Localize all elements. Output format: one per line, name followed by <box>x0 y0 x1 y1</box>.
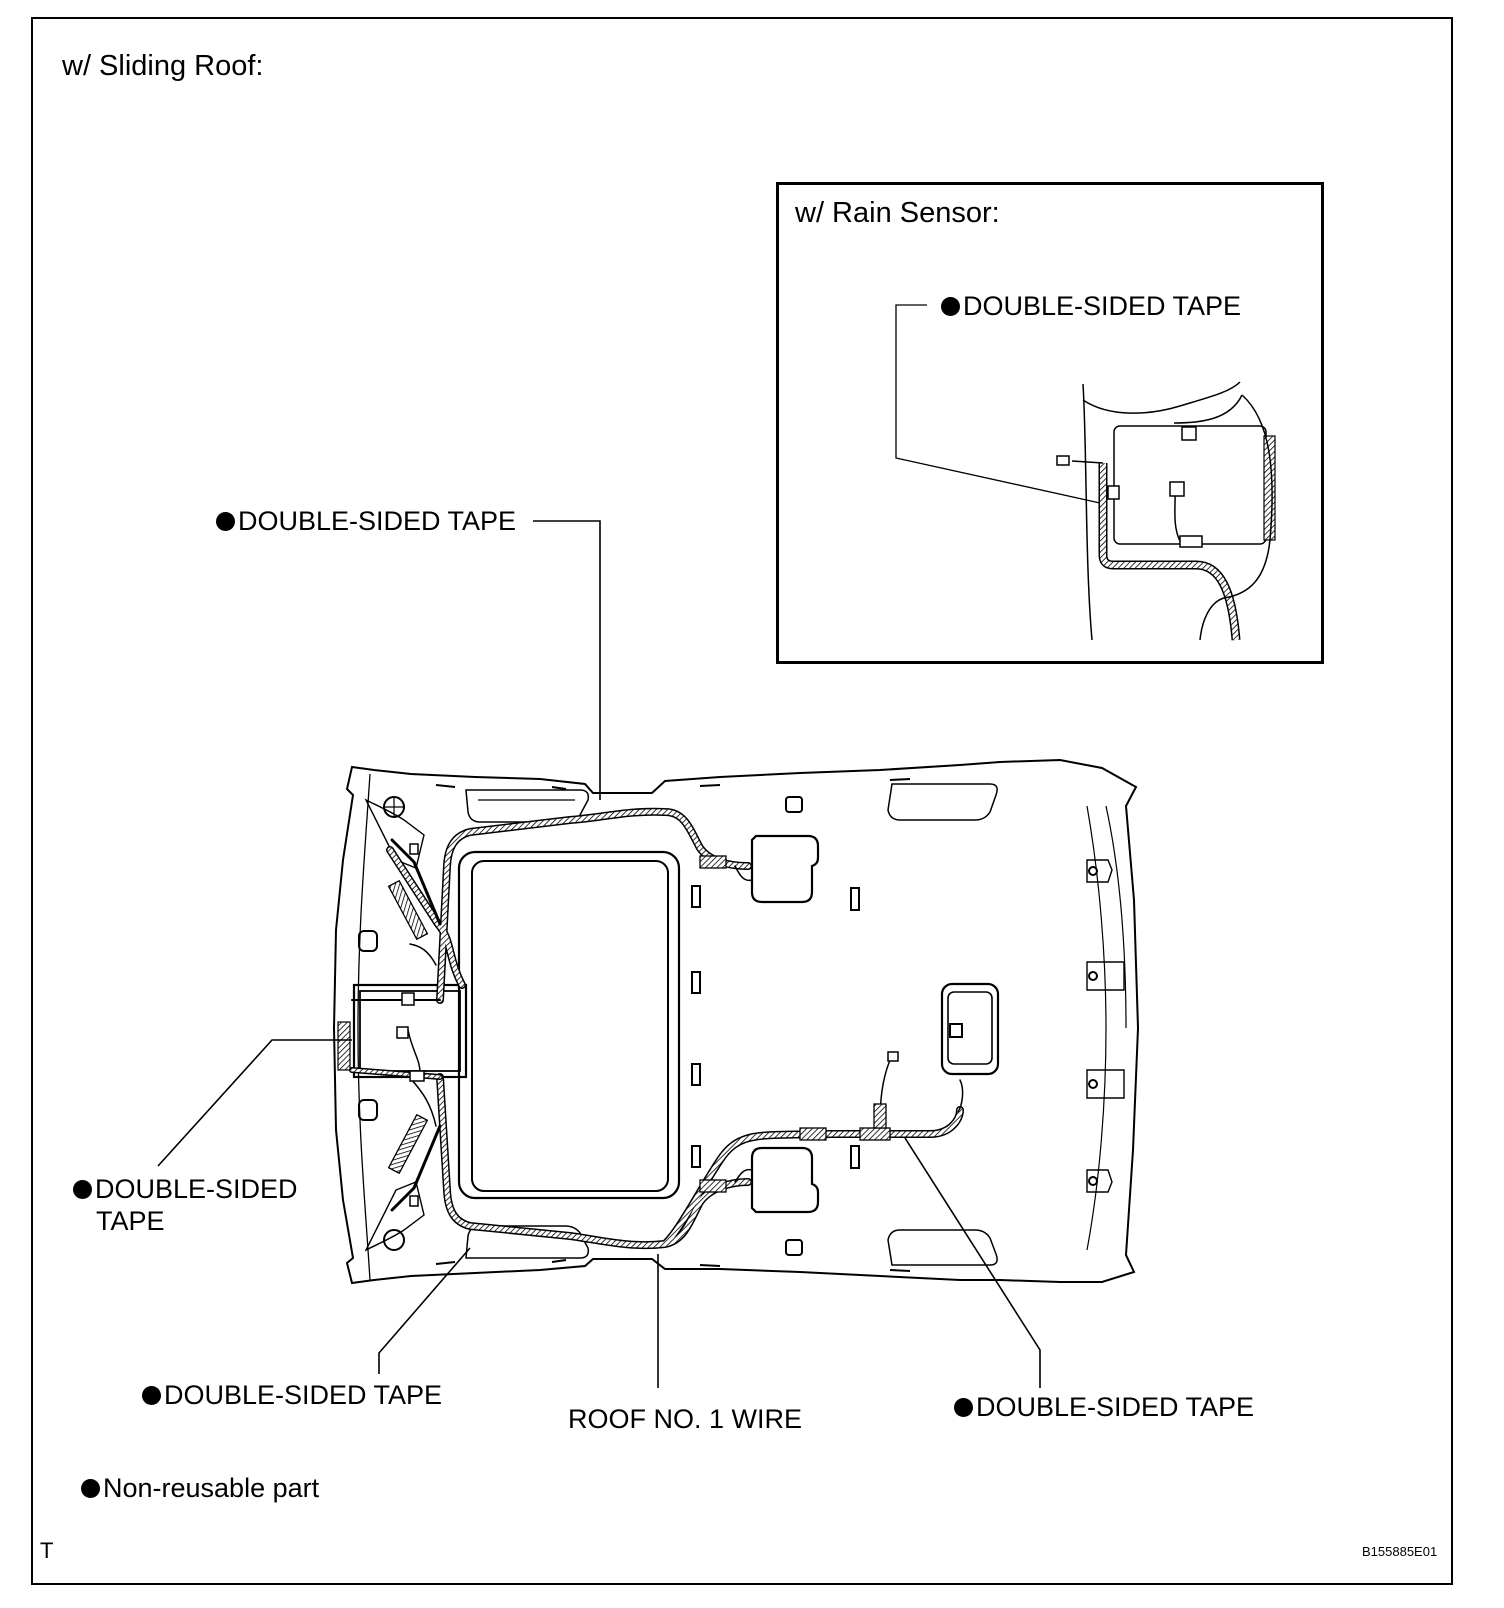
diagram-title: w/ Sliding Roof: <box>62 50 264 82</box>
headliner-outline <box>332 758 1140 1285</box>
legend-non-reusable: Non-reusable part <box>81 1475 319 1502</box>
leader-lines <box>157 520 1041 1388</box>
non-reusable-dot-icon <box>216 512 235 531</box>
non-reusable-dot-icon <box>954 1398 973 1417</box>
tape-pieces <box>387 855 891 1193</box>
non-reusable-dot-icon <box>81 1479 100 1498</box>
inset-title: w/ Rain Sensor: <box>795 197 1000 229</box>
callout-bottom-left-tape: DOUBLE-SIDED TAPE <box>142 1382 442 1409</box>
main-connectors <box>396 843 899 1207</box>
figure-code: B155885E01 <box>1362 1544 1438 1559</box>
callout-inset-tape: DOUBLE-SIDED TAPE <box>941 293 1241 320</box>
non-reusable-dot-icon <box>941 297 960 316</box>
inset-drawing <box>895 304 1276 641</box>
non-reusable-dot-icon <box>73 1180 92 1199</box>
callout-roof-wire: ROOF NO. 1 WIRE <box>568 1404 803 1434</box>
non-reusable-dot-icon <box>142 1386 161 1405</box>
rain-sensor-inset-frame <box>776 182 1324 664</box>
callout-bottom-right-tape: DOUBLE-SIDED TAPE <box>954 1394 1254 1421</box>
roof-wire-harness <box>349 807 964 1250</box>
corner-mark: T <box>40 1538 54 1563</box>
callout-top-tape: DOUBLE-SIDED TAPE <box>216 508 516 535</box>
diagram-frame <box>31 17 1453 1585</box>
